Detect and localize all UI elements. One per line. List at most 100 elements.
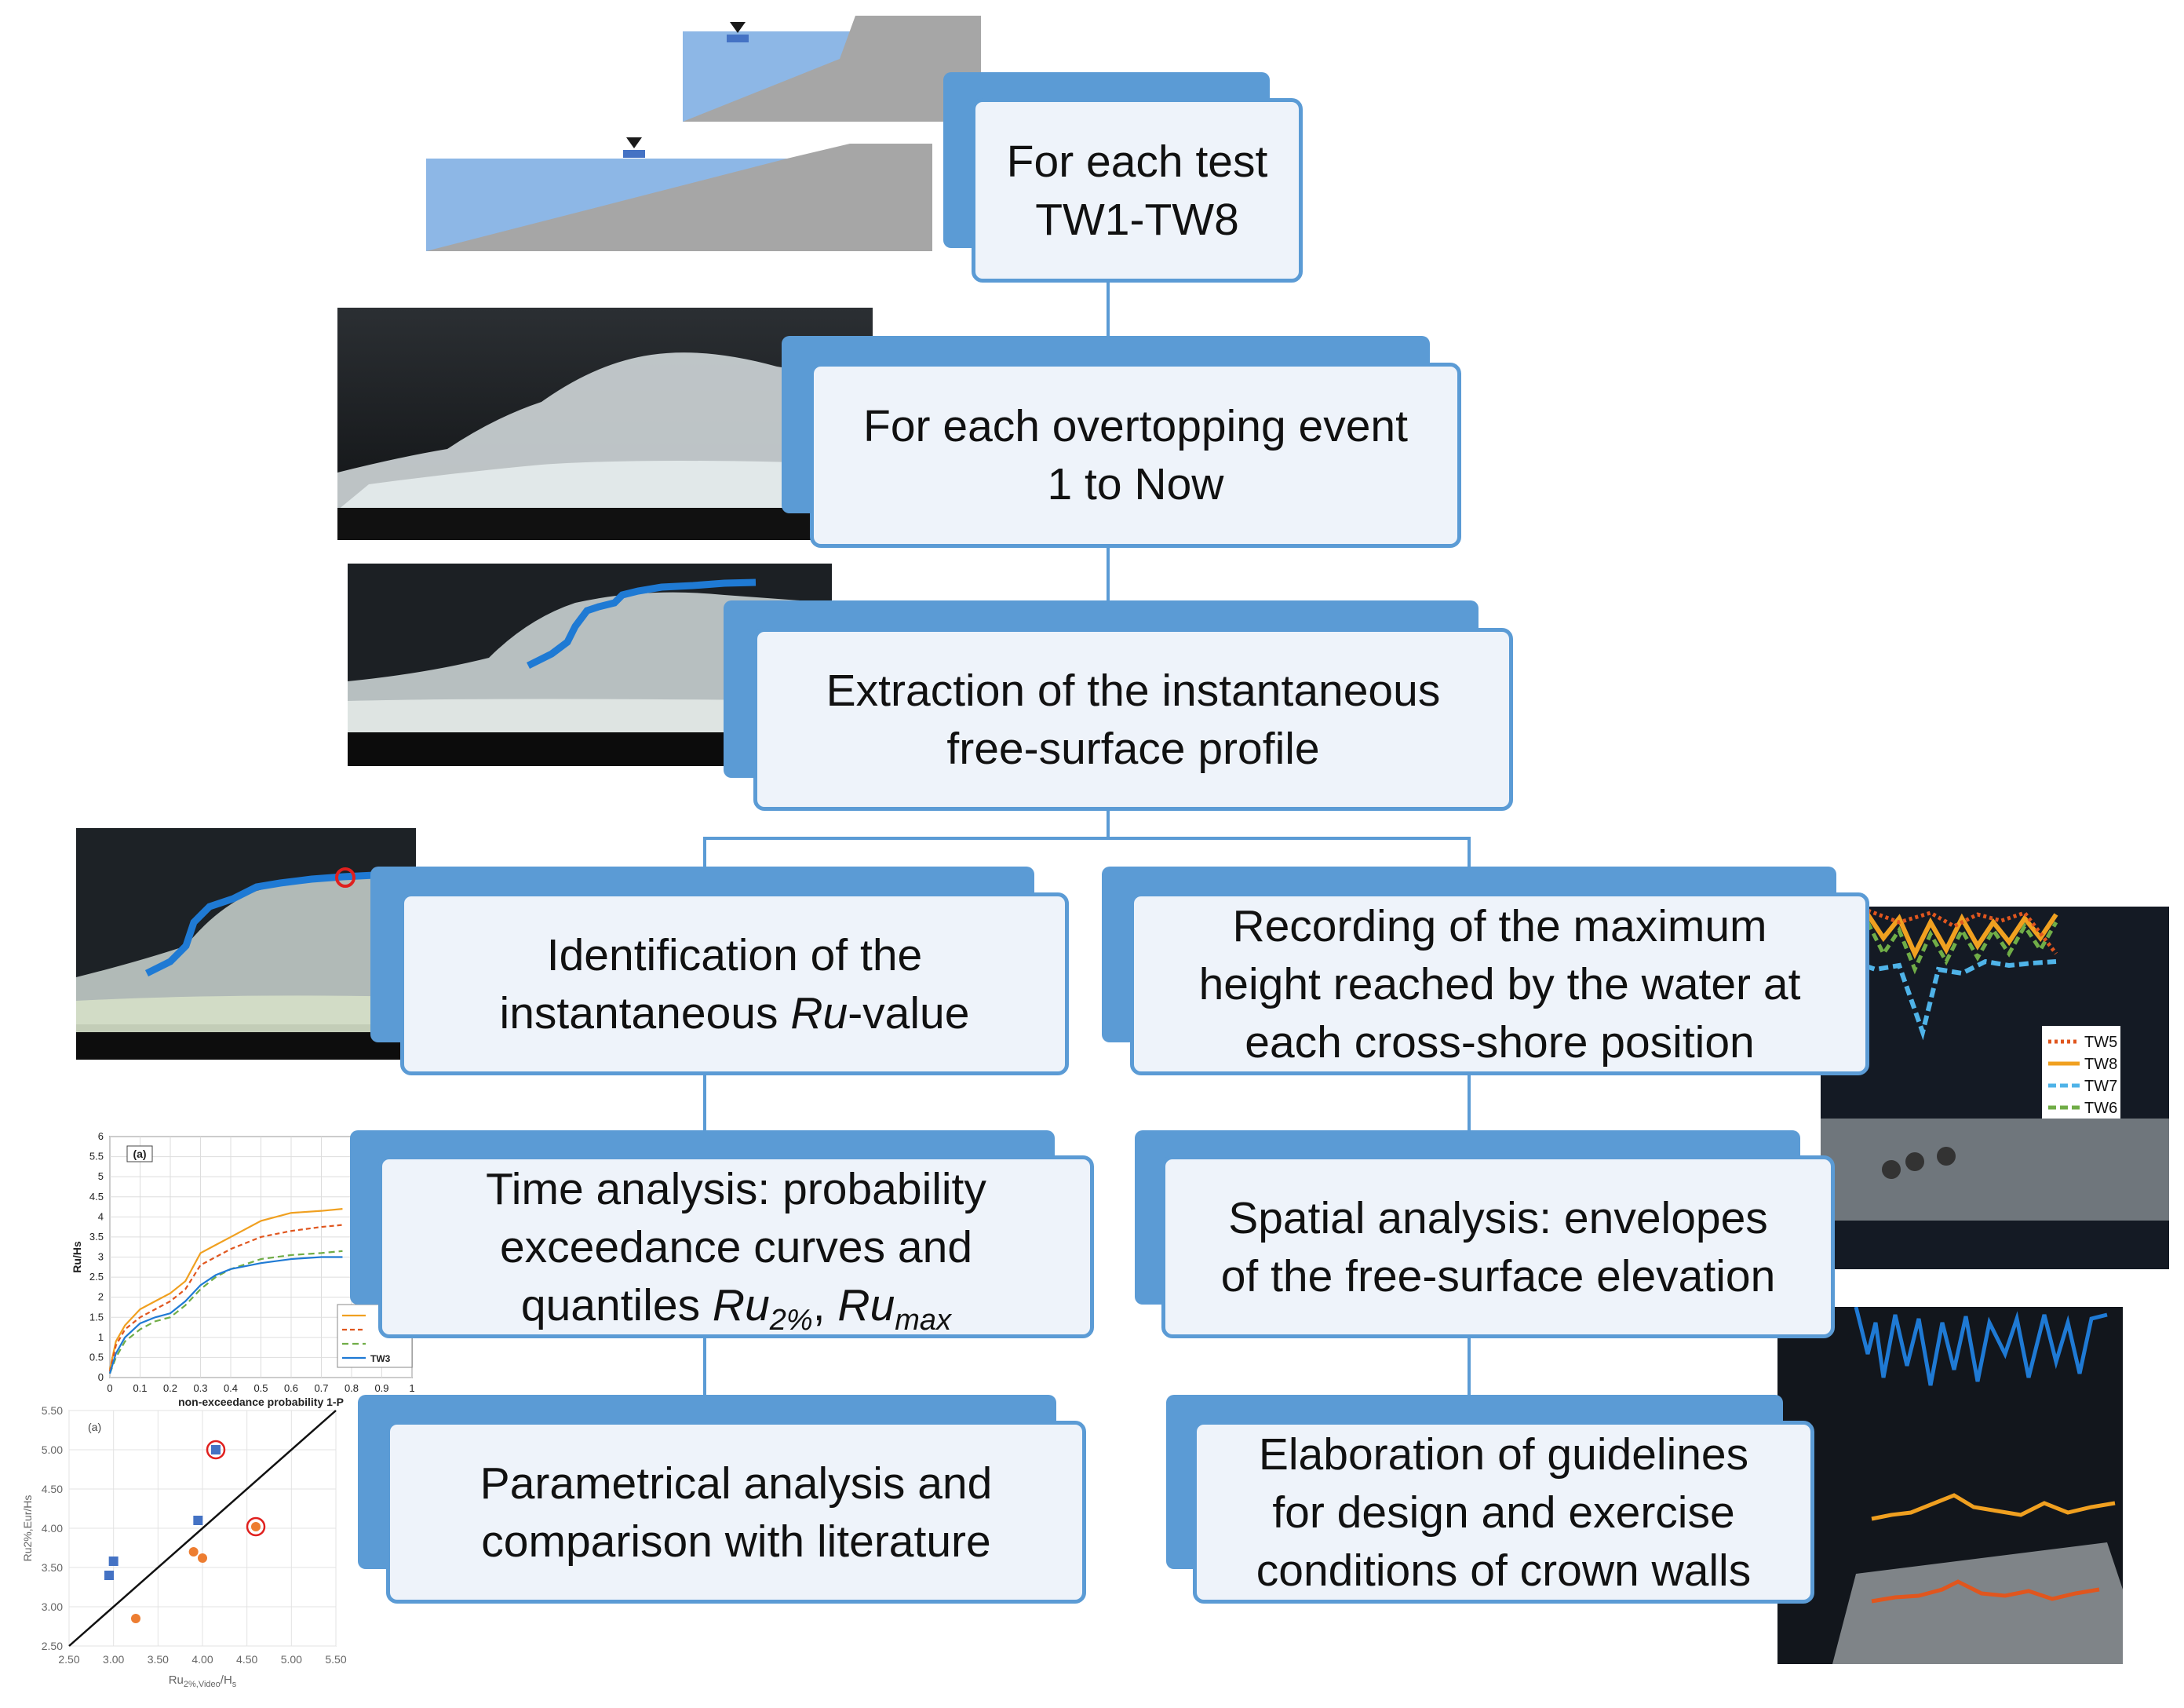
series-line [108,1250,343,1374]
box-extraction-free-surface: Extraction of the instantaneous free-sur… [753,628,1513,811]
box-text: Spatial analysis: envelopes [1228,1192,1768,1243]
scatter-point [104,1571,114,1580]
x-tick-label: 0.5 [253,1382,268,1394]
y-tick-label: 5 [98,1170,104,1182]
x-axis-label-part: Ru [169,1673,184,1687]
x-tick-label: 2.50 [58,1653,79,1666]
tw-legend-label: TW8 [2084,1056,2117,1073]
connector-split-horizontal [703,837,1471,840]
box-text: instantaneous Ru-value [499,987,970,1038]
scatter-point [193,1516,203,1525]
box-text: for design and exercise [1272,1487,1735,1538]
x-tick-label: 1 [409,1382,414,1394]
box-text: conditions of crown walls [1256,1545,1752,1596]
x-axis-label: Ru2%,Video/Hs [169,1673,237,1689]
x-tick-label: 3.50 [148,1653,169,1666]
y-tick-label: 3.00 [42,1600,63,1613]
box-text: Elaboration of guidelines [1258,1429,1749,1480]
connector-split-right [1468,837,1471,873]
connector-recording-spatial [1468,1075,1471,1132]
box-text: Time analysis: probability [486,1163,986,1214]
box-text: free-surface profile [946,723,1320,774]
highlight-ring [246,1516,266,1537]
box-time-analysis: Time analysis: probability exceedance cu… [378,1155,1094,1338]
connector-identification-time [703,1075,706,1132]
y-tick-label: 3.50 [42,1561,63,1574]
y-tick-label: 2.5 [89,1271,104,1283]
tw-legend-label: TW7 [2084,1078,2117,1095]
water-level-marker [730,22,746,33]
profile-trace [526,578,757,670]
connector-event-extraction [1107,548,1110,603]
box-text: of the free-surface elevation [1220,1250,1776,1301]
x-tick-label: 0.7 [314,1382,328,1394]
scatter-point [131,1614,140,1623]
schematic-lower [426,137,932,251]
y-tick-label: 2 [98,1291,104,1303]
y-tick-label: 5.00 [42,1443,63,1456]
box-recording-maximum-height: Recording of the maximum height reached … [1130,892,1869,1075]
y-tick-label: 1 [98,1331,104,1343]
x-tick-label: 3.00 [103,1653,124,1666]
y-tick-label: 4.50 [42,1483,63,1495]
x-axis-label-part: s [232,1680,237,1689]
y-tick-label: 0.5 [89,1351,104,1363]
x-axis-label-part: 2%,Video [184,1680,221,1689]
x-tick-label: 0 [107,1382,112,1394]
x-axis-label: non-exceedance probability 1-P [178,1396,344,1408]
x-tick-label: 5.00 [281,1653,302,1666]
x-tick-label: 4.50 [236,1653,257,1666]
y-tick-label: 2.50 [42,1640,63,1652]
y-tick-label: 4 [98,1210,104,1222]
box-text: TW1-TW8 [1035,194,1239,245]
y-tick-label: 3 [98,1251,104,1263]
box-for-each-test: For each test TW1-TW8 [972,98,1303,283]
schematic-upper [683,16,981,122]
identity-line [68,1410,337,1647]
schematic-upper-structure [683,16,981,122]
x-tick-label: 0.4 [224,1382,238,1394]
y-tick-label: 1.5 [89,1311,104,1323]
panel-label-box [126,1145,153,1162]
scatter-point [108,1557,118,1566]
tw-legend-label: TW5 [2084,1034,2117,1051]
box-identification-ru: Identification of the instantaneous Ru-v… [400,892,1069,1075]
y-tick-label: 3.5 [89,1231,104,1243]
series-line [108,1256,343,1374]
box-text: each cross-shore position [1245,1016,1755,1068]
box-spatial-analysis: Spatial analysis: envelopes of the free-… [1161,1155,1835,1338]
box-text: For each test [1006,136,1268,187]
series-line [108,1224,343,1372]
box-text: Parametrical analysis and [479,1458,993,1509]
photo-free-surface-envelopes [1777,1307,2123,1664]
scatter-point [188,1547,199,1557]
schematic-lower-structure [426,144,932,251]
x-axis-label-part: /H [221,1673,232,1687]
scatter-point [251,1522,261,1531]
photo-overtopping-event [337,308,873,540]
x-tick-label: 0.8 [345,1382,359,1394]
ru-marker [335,867,355,888]
connector-time-parametric [703,1338,706,1395]
y-tick-label: 5.5 [89,1151,104,1162]
y-axis-label: Ru2%,Eur/Hs [21,1495,34,1562]
x-tick-label: 0.9 [374,1382,388,1394]
box-text: Extraction of the instantaneous [826,665,1441,716]
box-text: quantiles Ru2%, Rumax [520,1279,952,1337]
y-tick-label: 5.50 [42,1404,63,1417]
box-parametrical-analysis: Parametrical analysis and comparison wit… [386,1421,1086,1604]
box-text: Recording of the maximum [1232,900,1767,951]
box-text: comparison with literature [481,1516,991,1567]
connector-spatial-guidelines [1468,1338,1471,1395]
x-tick-label: 0.2 [163,1382,177,1394]
profile-trace [144,870,407,977]
connector-extraction-split [1107,811,1110,838]
box-text: Identification of the [546,929,923,980]
tw-legend-label: TW6 [2084,1100,2117,1117]
series-line [108,1208,343,1370]
box-text: For each overtopping event [863,401,1408,451]
highlight-ring [206,1440,226,1460]
y-tick-label: 0 [98,1371,104,1383]
box-elaboration-guidelines: Elaboration of guidelines for design and… [1193,1421,1814,1604]
